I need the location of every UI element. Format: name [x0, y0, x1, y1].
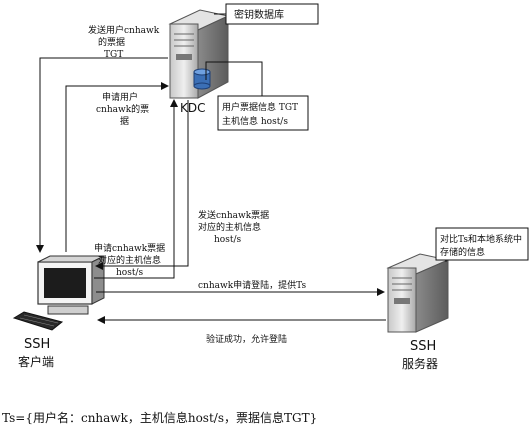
- client-computer-icon: [12, 255, 105, 331]
- ticket-info-line: 用户票据信息 TGT: [222, 101, 298, 113]
- send-host-arrow: [95, 100, 189, 270]
- send-host-label: host/s: [214, 235, 241, 245]
- kdc-label: KDC: [180, 101, 206, 115]
- request-host-label: 对应的主机信息: [98, 254, 161, 266]
- login-request-label: cnhawk申请登陆，提供Ts: [198, 279, 307, 291]
- client-label-line1: SSH: [24, 337, 50, 352]
- compare-info-box: [435, 227, 529, 261]
- send-tgt-arrow: [36, 57, 168, 253]
- database-icon: [193, 68, 211, 90]
- login-success-label: 验证成功，允许登陆: [206, 333, 287, 345]
- ts-formula: Ts={用户名：cnhawk，主机信息host/s，票据信息TGT}: [2, 410, 317, 425]
- server-label-line2: 服务器: [402, 356, 438, 371]
- request-host-arrow: [94, 99, 178, 279]
- ticket-info-box: [217, 95, 309, 131]
- ssh-server-icon: [386, 253, 450, 333]
- send-tgt-label: 的票据: [98, 36, 125, 48]
- server-label-line1: SSH: [410, 339, 436, 354]
- key-database-label: 密钥数据库: [234, 8, 284, 21]
- request-ticket-label: 申请用户: [102, 91, 138, 103]
- request-ticket-label: 据: [120, 115, 129, 127]
- request-ticket-arrow: [65, 82, 169, 252]
- client-label-line2: 客户端: [18, 354, 54, 369]
- compare-info-line: 存储的信息: [440, 246, 485, 258]
- key-database-box: [225, 3, 319, 25]
- request-ticket-label: cnhawk的票: [96, 103, 149, 115]
- send-host-label: 发送cnhawk票据: [198, 209, 269, 221]
- send-host-label: 对应的主机信息: [198, 221, 261, 233]
- compare-info-line: 对比Ts和本地系统中: [440, 233, 522, 245]
- request-host-label: host/s: [116, 268, 143, 278]
- request-host-label: 申请cnhawk票据: [94, 242, 165, 254]
- send-tgt-label: 发送用户cnhawk: [88, 24, 160, 36]
- send-tgt-label: TGT: [104, 50, 123, 60]
- ticket-info-line: 主机信息 host/s: [222, 115, 288, 127]
